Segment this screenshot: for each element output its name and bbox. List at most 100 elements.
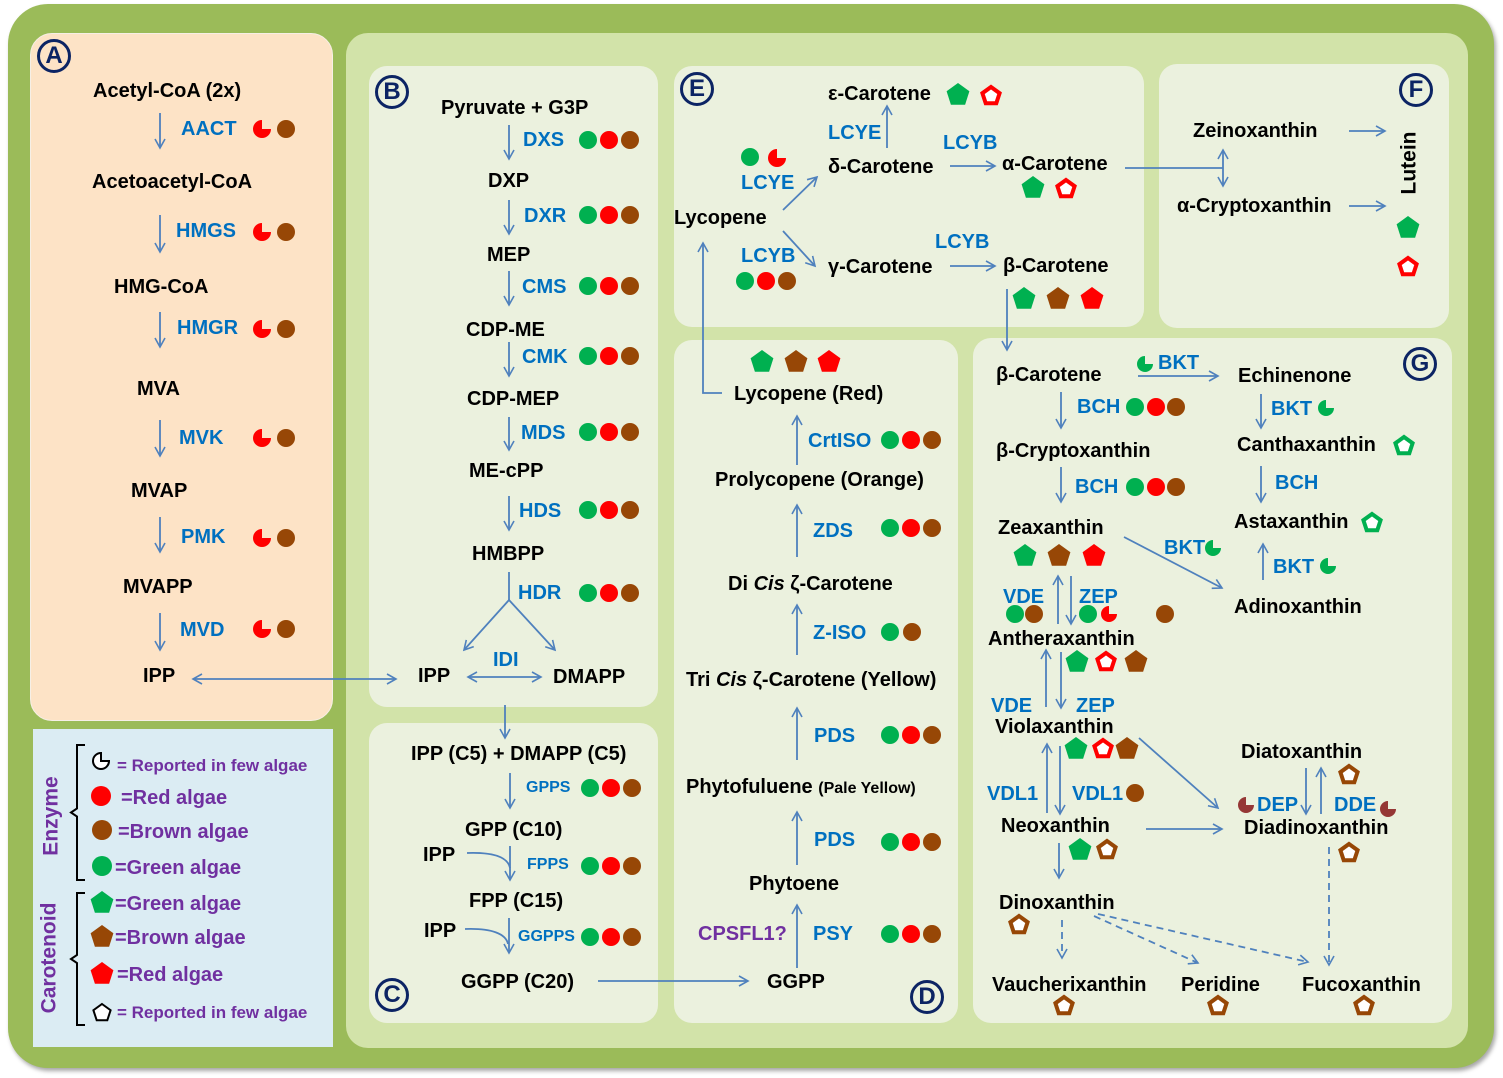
metabolite: CDP-MEP <box>467 388 560 410</box>
carotenoid-marker <box>1065 650 1089 672</box>
metabolite: FPP (C15) <box>469 890 564 912</box>
panel-label-b: B <box>375 75 409 109</box>
enzyme-marker-dot <box>923 925 941 943</box>
enzyme-marker-partial <box>1238 797 1254 813</box>
enzyme-label: PDS <box>814 725 856 747</box>
enzyme-marker-dot <box>621 501 639 519</box>
enzyme-label: DEP <box>1257 794 1299 816</box>
enzyme-marker-dot <box>736 272 754 290</box>
enzyme-marker-dot <box>1025 605 1043 623</box>
phytofluene-color: (Pale Yellow) <box>818 780 916 797</box>
metabolite: Astaxanthin <box>1234 511 1349 533</box>
carotenoid-marker <box>1080 287 1104 309</box>
carotenoid-marker <box>1013 544 1037 566</box>
metabolite: Tri Cis ζ-Carotene (Yellow) <box>686 669 937 691</box>
enzyme-label: BKT <box>1164 537 1206 559</box>
metabolite: GGPP <box>767 971 825 993</box>
enzyme-marker-partial <box>1318 400 1334 416</box>
enzyme-label: BCH <box>1075 476 1119 498</box>
enzyme-marker-dot <box>881 623 899 641</box>
carotenoid-marker-few <box>92 1002 112 1022</box>
enzyme-marker-partial <box>253 320 271 338</box>
enzyme-marker-dot <box>581 857 599 875</box>
enzyme-marker-dot <box>621 423 639 441</box>
enzyme-marker-dot <box>1126 478 1144 496</box>
enzyme-label: LCYE <box>828 122 882 144</box>
enzyme-label: PSY <box>813 923 854 945</box>
carotenoid-marker-few <box>1008 913 1030 935</box>
carotenoid-marker <box>1124 650 1148 672</box>
legend-item: =Green algae <box>115 893 242 915</box>
enzyme-label: CrtISO <box>808 430 872 452</box>
carotenoid-marker <box>1021 176 1045 198</box>
metabolite: IPP <box>418 665 451 687</box>
enzyme-label: ZEP <box>1079 586 1118 608</box>
enzyme-marker-dot <box>600 423 618 441</box>
metabolite: Di Cis ζ-Carotene <box>728 573 893 595</box>
enzyme-marker-dot <box>621 584 639 602</box>
enzyme-marker-dot <box>600 206 618 224</box>
enzyme-label: Z-ISO <box>813 622 867 644</box>
carotenoid-marker <box>784 350 808 372</box>
enzyme-marker-dot <box>757 272 775 290</box>
carotenoid-marker <box>1064 737 1088 759</box>
enzyme-marker-dot <box>902 431 920 449</box>
enzyme-marker-dot <box>277 429 295 447</box>
enzyme-marker-dot <box>621 347 639 365</box>
enzyme-marker-partial <box>768 149 786 167</box>
regulator-label: CPSFL1? <box>698 923 787 945</box>
enzyme-label: MVK <box>179 427 224 449</box>
carotenoid-marker <box>1396 216 1420 238</box>
carotenoid-marker <box>90 925 114 947</box>
enzyme-label: AACT <box>181 118 237 140</box>
panel-label-d: D <box>910 980 944 1014</box>
enzyme-marker-dot <box>92 856 112 876</box>
enzyme-marker-dot <box>1167 398 1185 416</box>
enzyme-marker-dot <box>581 779 599 797</box>
enzyme-label: BKT <box>1271 398 1313 420</box>
carotenoid-marker-few <box>1092 737 1114 759</box>
enzyme-label: MVD <box>180 619 225 641</box>
enzyme-marker-dot <box>579 584 597 602</box>
metabolite: IPP (C5) + DMAPP (C5) <box>411 743 627 765</box>
enzyme-marker-dot <box>602 928 620 946</box>
enzyme-label: HMGS <box>176 220 236 242</box>
enzyme-marker-partial <box>1137 356 1153 372</box>
enzyme-marker-dot <box>623 779 641 797</box>
legend-enzyme-brace <box>69 744 85 881</box>
enzyme-marker-dot <box>92 820 112 840</box>
enzyme-marker-partial <box>253 529 271 547</box>
metabolite: β-Carotene <box>996 364 1102 386</box>
enzyme-label: VDL1 <box>1072 783 1124 805</box>
enzyme-label: GGPPS <box>518 928 575 945</box>
carotenoid-marker <box>1047 544 1071 566</box>
enzyme-marker-dot <box>881 925 899 943</box>
enzyme-marker-dot <box>602 857 620 875</box>
enzyme-marker-dot <box>277 223 295 241</box>
carotenoid-marker <box>1046 287 1070 309</box>
metabolite: GGPP (C20) <box>461 971 574 993</box>
enzyme-marker-partial <box>253 429 271 447</box>
panel-label-c: C <box>375 978 409 1012</box>
carotenoid-marker-few <box>1207 994 1229 1016</box>
cosubstrate: IPP <box>423 844 456 866</box>
legend-item: =Red algae <box>117 964 224 986</box>
enzyme-marker-dot <box>902 519 920 537</box>
enzyme-marker-dot <box>581 928 599 946</box>
enzyme-marker-dot <box>1079 605 1097 623</box>
carotenoid-marker <box>1115 737 1139 759</box>
enzyme-label: LCYB <box>943 132 998 154</box>
carotenoid-marker-few <box>1095 650 1117 672</box>
enzyme-marker-dot <box>923 833 941 851</box>
metabolite: GPP (C10) <box>465 819 563 841</box>
enzyme-marker-dot <box>623 857 641 875</box>
legend-carotenoid-brace <box>69 892 85 1026</box>
metabolite: Zeinoxanthin <box>1193 120 1318 142</box>
enzyme-marker-dot <box>600 584 618 602</box>
carotenoid-marker <box>946 83 970 105</box>
enzyme-label: DXS <box>523 129 565 151</box>
enzyme-label: ZEP <box>1076 695 1115 717</box>
enzyme-marker-dot <box>881 431 899 449</box>
enzyme-label: BKT <box>1273 556 1315 578</box>
enzyme-marker-dot <box>881 519 899 537</box>
